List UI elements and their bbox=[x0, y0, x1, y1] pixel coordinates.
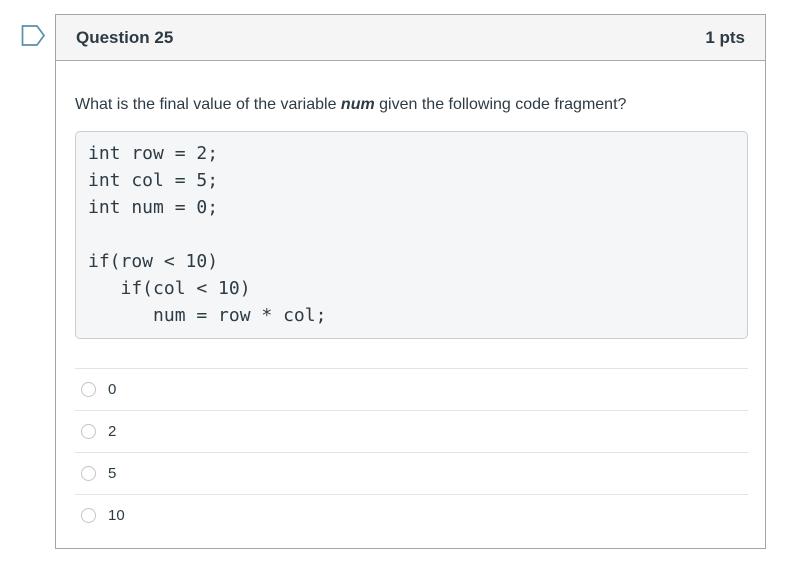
code-block: int row = 2; int col = 5; int num = 0; i… bbox=[75, 131, 748, 339]
question-title: Question 25 bbox=[76, 27, 174, 47]
answer-label: 2 bbox=[108, 423, 117, 440]
answer-option-0[interactable]: 0 bbox=[75, 368, 748, 410]
flag-question-button[interactable] bbox=[21, 24, 46, 47]
answer-label: 5 bbox=[108, 465, 117, 482]
question-card: Question 25 1 pts What is the final valu… bbox=[55, 14, 766, 549]
answer-label: 0 bbox=[108, 381, 117, 398]
radio-button[interactable] bbox=[81, 508, 96, 523]
prompt-text-after: given the following code fragment? bbox=[374, 96, 627, 113]
answer-option-2[interactable]: 2 bbox=[75, 410, 748, 452]
radio-button[interactable] bbox=[81, 382, 96, 397]
prompt-variable-name: num bbox=[340, 96, 375, 113]
answer-option-5[interactable]: 5 bbox=[75, 452, 748, 494]
answer-label: 10 bbox=[108, 507, 125, 524]
radio-button[interactable] bbox=[81, 466, 96, 481]
question-prompt: What is the final value of the variable … bbox=[75, 94, 748, 115]
question-header: Question 25 1 pts bbox=[56, 15, 765, 61]
prompt-text-before: What is the final value of the variable bbox=[75, 96, 341, 113]
flag-bookmark-icon bbox=[21, 25, 46, 50]
question-points: 1 pts bbox=[705, 27, 745, 47]
answer-option-10[interactable]: 10 bbox=[75, 494, 748, 536]
radio-button[interactable] bbox=[81, 424, 96, 439]
answer-options-list: 0 2 5 10 bbox=[75, 368, 748, 536]
question-body: What is the final value of the variable … bbox=[56, 94, 765, 536]
